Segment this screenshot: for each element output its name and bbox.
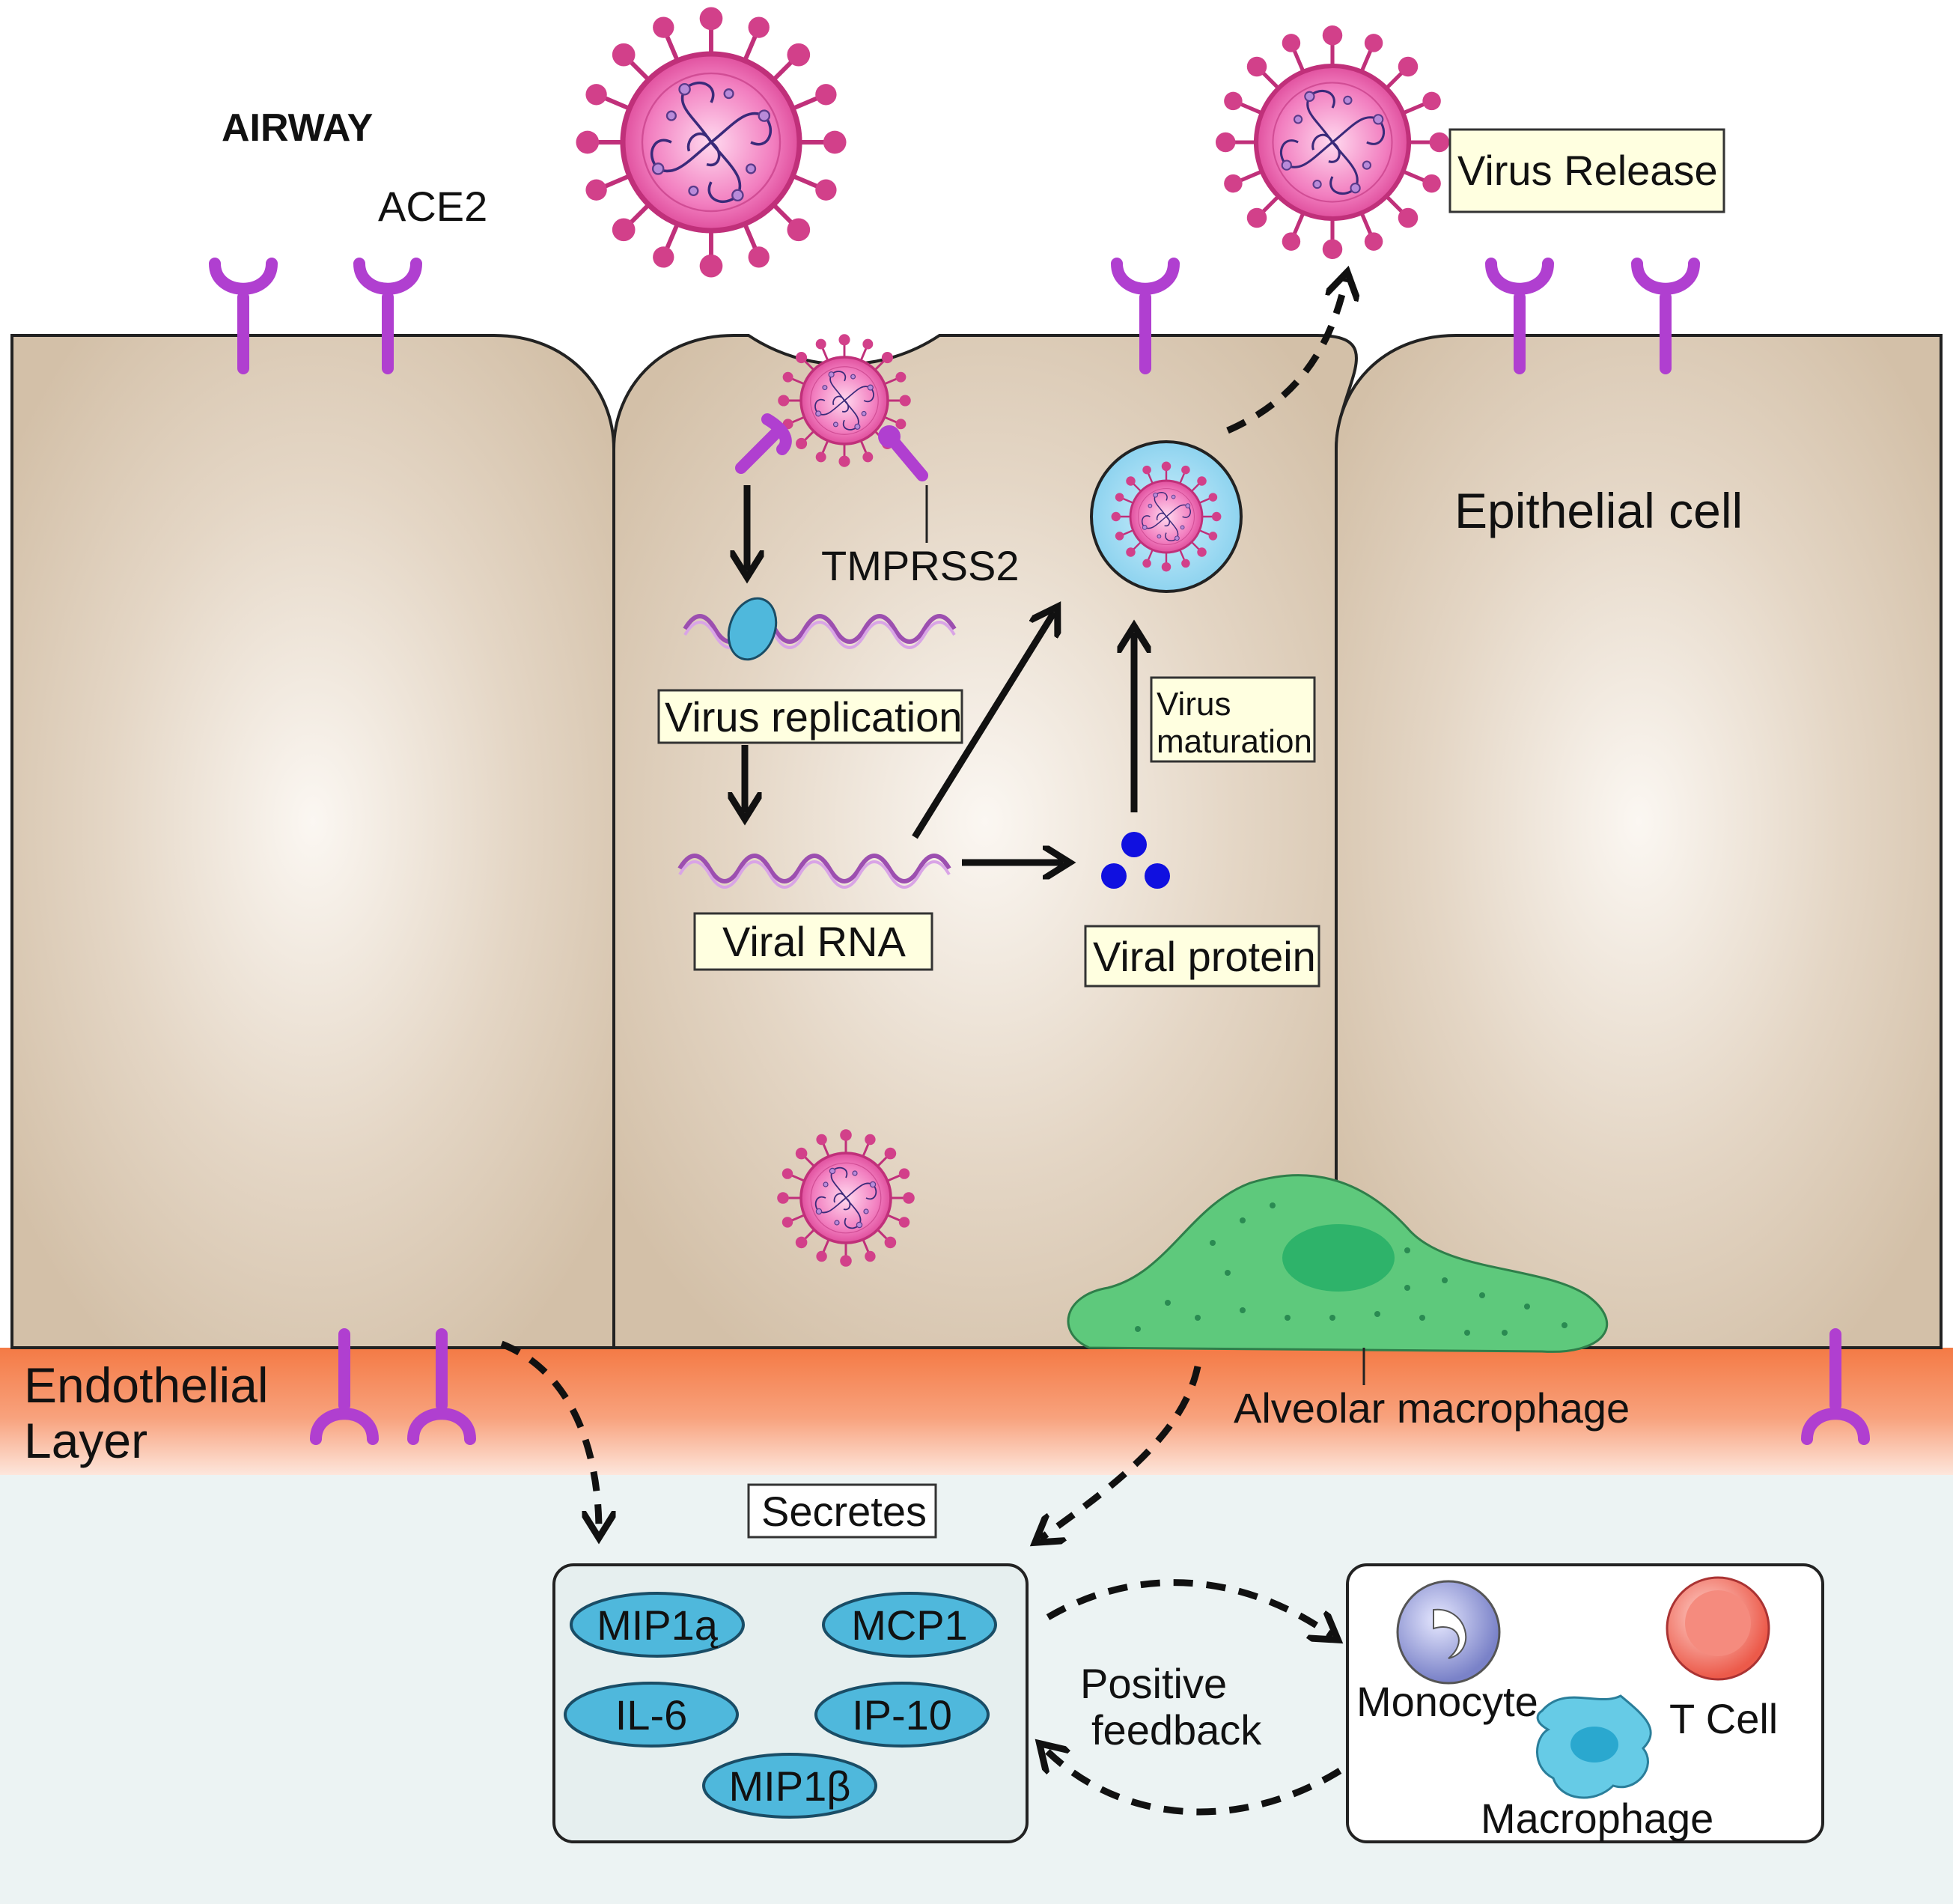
tmprss2-head bbox=[878, 425, 901, 448]
tmprss2-label: TMPRSS2 bbox=[821, 542, 1020, 589]
positive-feedback-label-line2: feedback bbox=[1091, 1706, 1262, 1754]
secretes-label: Secretes bbox=[761, 1488, 927, 1535]
arrow-positive-feedback bbox=[1044, 1748, 1342, 1816]
monocyte-cell bbox=[1396, 1580, 1501, 1685]
arrow-epithelial-secretes bbox=[500, 1340, 599, 1531]
cytokine-label-mcp1: MCP1 bbox=[851, 1602, 968, 1649]
endothelial-layer-label-line2: Layer bbox=[24, 1413, 147, 1468]
arrow-macrophage-secretes bbox=[1041, 1366, 1201, 1539]
endothelial-layer bbox=[0, 1348, 1953, 1475]
secretes-box bbox=[747, 1483, 937, 1539]
ace2-bound-receptor bbox=[735, 413, 792, 474]
virus-replication-label: Virus replication bbox=[665, 693, 962, 740]
virus-maturation-label-line1: Virus bbox=[1157, 686, 1231, 723]
arrow-virus-release bbox=[1226, 279, 1346, 434]
coronavirus-particle bbox=[576, 7, 846, 277]
macrophage-nucleus bbox=[1282, 1224, 1395, 1292]
macrophage-granules bbox=[1135, 1202, 1567, 1336]
viral-protein-box bbox=[1084, 925, 1320, 988]
coronavirus-particle-released bbox=[1216, 25, 1449, 259]
arrow-to-immune-cells bbox=[1046, 1579, 1332, 1636]
airway-label: AIRWAY bbox=[222, 106, 373, 150]
alveolar-macrophage-label: Alveolar macrophage bbox=[1234, 1384, 1630, 1432]
macrophage-label: Macrophage bbox=[1481, 1795, 1713, 1842]
virus-release-label: Virus Release bbox=[1457, 147, 1718, 194]
virus-replication-box bbox=[657, 689, 963, 744]
cytokine-il6 bbox=[564, 1682, 739, 1748]
monocyte-nucleus bbox=[1433, 1608, 1467, 1659]
cytokine-ip10 bbox=[814, 1682, 990, 1748]
endothelial-layer-label-line1: Endothelial bbox=[24, 1357, 269, 1413]
cytokine-mcp1 bbox=[822, 1592, 997, 1658]
macrophage-cell-nucleus bbox=[1570, 1727, 1618, 1762]
viral-protein-dot bbox=[1101, 863, 1127, 889]
monocyte-label: Monocyte bbox=[1356, 1678, 1538, 1725]
viral-protein-dot bbox=[1121, 832, 1147, 857]
virus-release-box bbox=[1448, 128, 1725, 213]
arrow-rna-to-maturation bbox=[912, 612, 1054, 839]
viral-rna-box bbox=[693, 912, 933, 971]
cytokine-label-mip1b: MIP1β bbox=[729, 1762, 851, 1810]
cytokine-label-mip1a: MIP1ą bbox=[597, 1602, 719, 1649]
t-cell-nucleus bbox=[1685, 1590, 1751, 1656]
viral-protein-label: Viral protein bbox=[1093, 933, 1316, 980]
positive-feedback-label-line1: Positive bbox=[1080, 1660, 1227, 1707]
virus-maturation-box bbox=[1150, 676, 1316, 763]
t-cell-label: T Cell bbox=[1669, 1695, 1778, 1742]
virus-maturation-label-line2: maturation bbox=[1157, 723, 1312, 760]
ace2-label: ACE2 bbox=[378, 183, 487, 230]
cytokine-mip1a bbox=[570, 1592, 745, 1658]
coronavirus-intracellular bbox=[776, 1128, 916, 1268]
cytokine-label-ip10: IP-10 bbox=[852, 1691, 952, 1739]
epithelial-cell-right bbox=[1335, 334, 1943, 1349]
viral-rna-label: Viral RNA bbox=[722, 918, 906, 965]
cytokine-mip1b bbox=[702, 1753, 877, 1819]
coronavirus-mature bbox=[1110, 460, 1222, 573]
viral-protein-dot bbox=[1145, 863, 1170, 889]
epithelial-cell-label: Epithelial cell bbox=[1454, 483, 1743, 538]
ribosome-icon bbox=[727, 597, 778, 661]
cytokine-label-il6: IL-6 bbox=[615, 1691, 688, 1739]
epithelial-cell-left bbox=[10, 334, 615, 1349]
